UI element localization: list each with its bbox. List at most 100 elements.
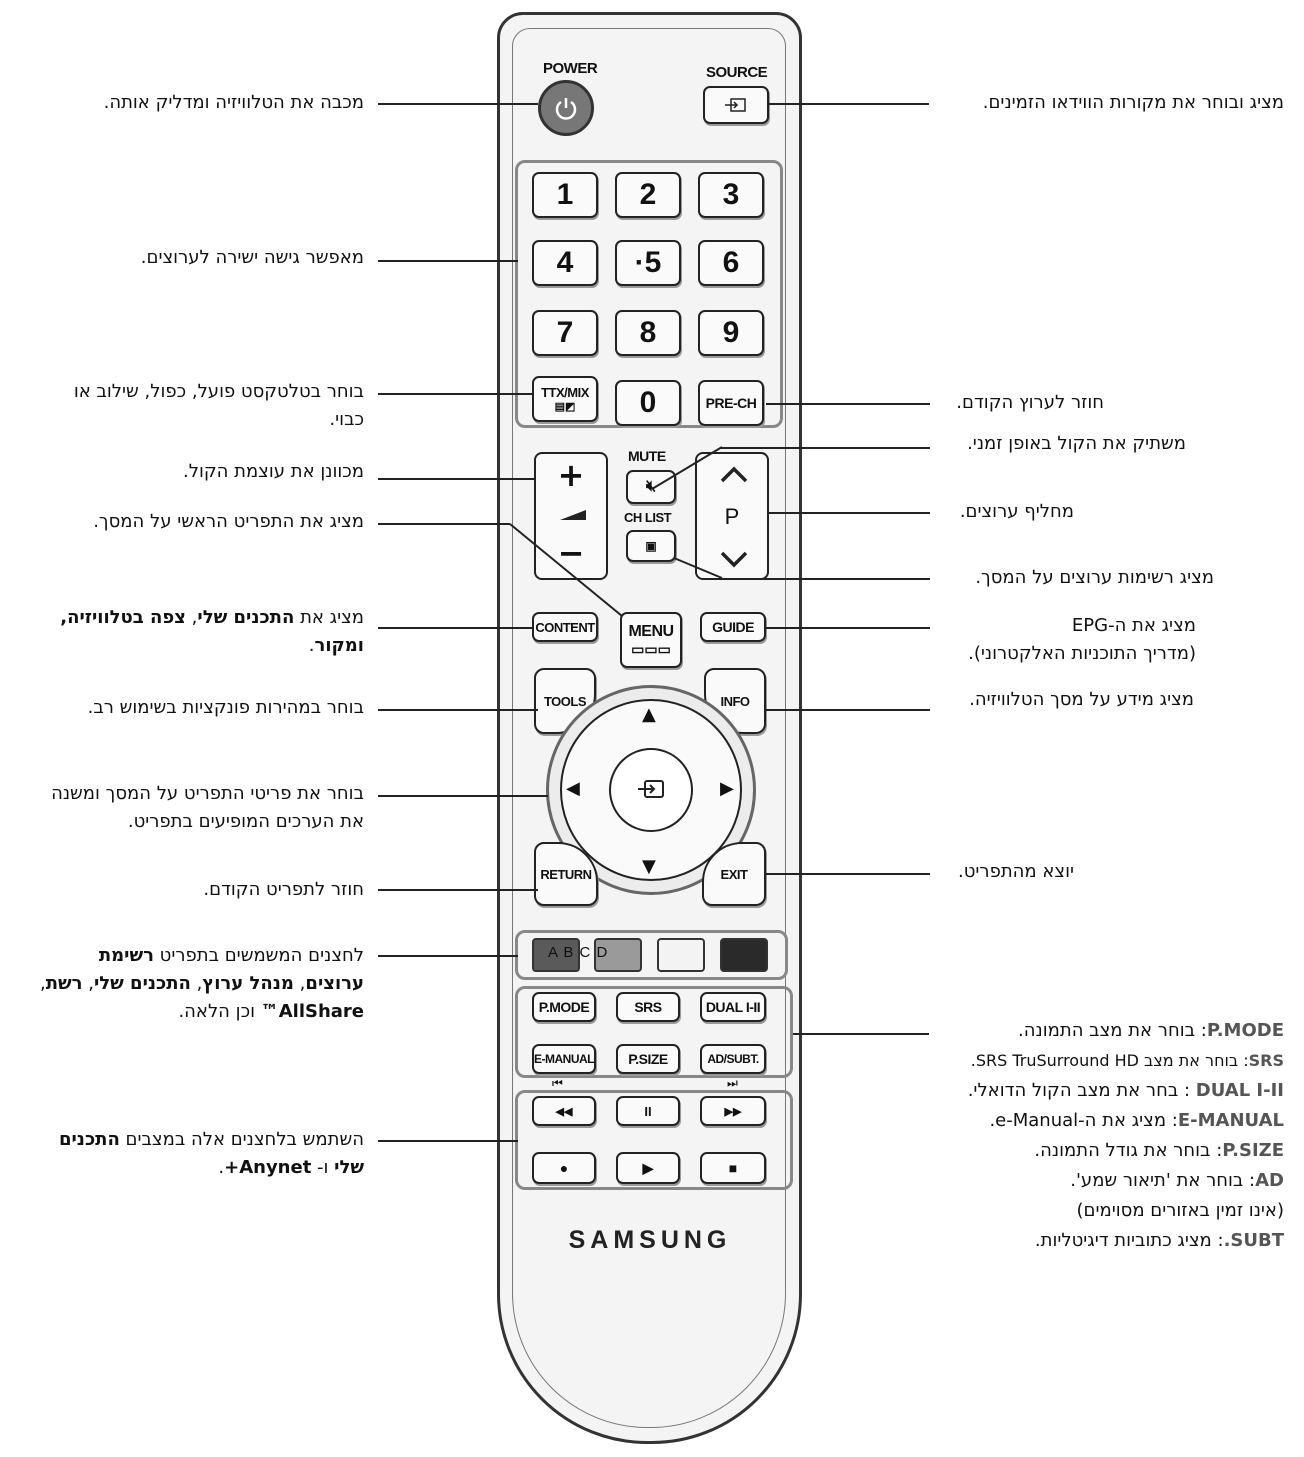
annotation-menu-text: מציג את התפריט הראשי על המסך. — [93, 511, 364, 532]
power-label: POWER — [543, 60, 598, 77]
arrow-right-icon[interactable]: ▶ — [720, 778, 734, 799]
source-button[interactable] — [703, 86, 769, 124]
e-manual-button[interactable]: E-MANUAL — [532, 1044, 596, 1074]
annotation-numbers: מאפשר גישה ישירה לערוצים. — [4, 244, 364, 272]
annotation-content: מציג את התכנים שלי, צפה בטלוויזיה, ומקור… — [4, 604, 364, 660]
annotation-exit: יוצא מהתפריט. — [914, 858, 1074, 886]
arrow-left-icon[interactable]: ◀ — [566, 778, 580, 799]
annotation-channel-text: מחליף ערוצים. — [959, 501, 1074, 522]
arrow-up-icon[interactable]: ▲ — [642, 704, 656, 725]
color-button-green[interactable] — [594, 938, 642, 972]
leader-line-menu — [378, 523, 510, 525]
channel-rocker[interactable]: P — [695, 452, 769, 580]
leader-line-mute — [720, 447, 930, 449]
annotation-return-text: חוזר לתפריט הקודם. — [203, 879, 364, 900]
annotation-volume-text: מכוונן את עוצמת הקול. — [183, 461, 364, 482]
annotation-media-b2: Anynet+ — [224, 1157, 312, 1178]
leader-line-guide — [766, 627, 930, 629]
annotation-emanual-value: : מציג את ה-e-Manual. — [989, 1110, 1178, 1131]
ttx-mix-button[interactable]: TTX/MIX ▤◩ — [532, 376, 598, 422]
color-button-yellow[interactable] — [657, 938, 705, 972]
number-button-3[interactable]: 3 — [698, 172, 764, 218]
annotation-guide-line1: מציג את ה-EPG — [1071, 615, 1196, 636]
annotation-ttx-line1: בוחר בטלטקסט פועל, כפול, שילוב או — [73, 381, 364, 402]
annotation-chlist-text: מציג רשימות ערוצים על המסך. — [975, 567, 1214, 588]
color-button-blue[interactable] — [720, 938, 768, 972]
brand-logo: SAMSUNG — [568, 1226, 732, 1254]
menu-button[interactable]: MENU ▭▭▭ — [620, 612, 682, 668]
leader-line-prech — [766, 403, 930, 405]
menu-icon: ▭▭▭ — [631, 640, 671, 657]
fast-forward-button[interactable]: ▶▶ — [700, 1096, 766, 1126]
annotation-subt-key: SUBT. — [1223, 1230, 1284, 1251]
p-size-button[interactable]: P.SIZE — [616, 1044, 680, 1074]
leader-line-tools — [378, 709, 538, 711]
pause-button[interactable]: II — [616, 1096, 680, 1126]
annotation-media-b1: שלי — [334, 1157, 364, 1178]
number-button-9[interactable]: 9 — [698, 310, 764, 356]
annotation-srs-key: SRS — [1248, 1051, 1284, 1070]
annotation-content-b2: צפה בטלוויזיה, — [60, 607, 186, 628]
annotation-dual-value: : בחר את מצב הקול הדואלי. — [967, 1080, 1196, 1101]
annotation-content-sep: , — [185, 607, 198, 628]
annotation-media-mid: ו- — [311, 1157, 335, 1178]
leader-line-colors — [378, 955, 518, 957]
number-button-5[interactable]: ·5 — [615, 240, 681, 286]
menu-label: MENU — [628, 622, 674, 640]
number-button-1[interactable]: 1 — [532, 172, 598, 218]
annotation-content-b1: התכנים שלי — [197, 607, 295, 628]
srs-button[interactable]: SRS — [616, 992, 680, 1022]
content-button[interactable]: CONTENT — [532, 612, 598, 642]
annotation-mute-text: משתיק את הקול באופן זמני. — [967, 433, 1186, 454]
annotation-media: השתמש בלחצנים אלה במצבים התכנים שלי ו- A… — [4, 1126, 364, 1182]
ad-subt-button[interactable]: AD/SUBT. — [700, 1044, 766, 1074]
annotation-channel: מחליף ערוצים. — [914, 498, 1074, 526]
p-mode-button[interactable]: P.MODE — [532, 992, 596, 1022]
annotation-exit-text: יוצא מהתפריט. — [958, 861, 1074, 882]
power-icon — [555, 98, 577, 120]
annotation-dual-key: DUAL I-II — [1195, 1080, 1284, 1101]
previous-track-icon: ⏮ — [552, 1076, 563, 1090]
volume-rocker[interactable]: + − — [534, 452, 608, 580]
pre-ch-button[interactable]: PRE-CH — [698, 380, 764, 426]
annotation-guide: מציג את ה-EPG (מדריך התוכניות האלקטרוני)… — [896, 612, 1196, 668]
annotation-colors-b1: רשימת — [98, 945, 154, 966]
annotation-guide-line2: (מדריך התוכניות האלקטרוני). — [968, 643, 1196, 664]
enter-button[interactable] — [609, 748, 693, 832]
annotation-info-text: מציג מידע על מסך הטלוויזיה. — [969, 689, 1194, 710]
annotation-psize-value: : בוחר את גודל התמונה. — [1034, 1140, 1223, 1161]
color-button-red[interactable] — [532, 938, 580, 972]
ch-list-button[interactable]: ▣ — [626, 530, 676, 562]
enter-icon — [638, 780, 664, 798]
source-label: SOURCE — [706, 64, 768, 81]
annotation-chlist: מציג רשימות ערוצים על המסך. — [914, 564, 1214, 592]
dual-button[interactable]: DUAL I-II — [700, 992, 766, 1022]
number-button-2[interactable]: 2 — [615, 172, 681, 218]
return-button[interactable]: RETURN — [534, 842, 598, 906]
source-icon — [725, 98, 746, 112]
record-button[interactable]: ● — [532, 1152, 596, 1184]
rewind-button[interactable]: ◀◀ — [532, 1096, 596, 1126]
volume-ramp-icon — [560, 510, 586, 520]
annotation-srs-value: : בוחר את מצב SRS TruSurround HD. — [970, 1051, 1249, 1070]
annotation-source: מציג ובוחר את מקורות הווידאו הזמינים. — [944, 89, 1284, 117]
number-button-4[interactable]: 4 — [532, 240, 598, 286]
annotation-numbers-text: מאפשר גישה ישירה לערוצים. — [140, 247, 364, 268]
mute-label: MUTE — [628, 448, 666, 464]
number-button-8[interactable]: 8 — [615, 310, 681, 356]
power-button[interactable] — [538, 80, 594, 136]
number-button-6[interactable]: 6 — [698, 240, 764, 286]
teletext-icon: ▤◩ — [554, 401, 576, 413]
play-button[interactable]: ▶ — [616, 1152, 680, 1184]
mute-button[interactable]: 🔇︎ — [626, 470, 676, 504]
ttx-mix-label: TTX/MIX — [541, 385, 589, 400]
guide-button[interactable]: GUIDE — [700, 612, 766, 642]
annotation-subt-value: : מציג כתוביות דיגיטליות. — [1034, 1230, 1224, 1251]
number-button-7[interactable]: 7 — [532, 310, 598, 356]
leader-line-volume — [378, 478, 534, 480]
ch-list-icon: ▣ — [645, 539, 657, 553]
leader-line-exit — [766, 873, 930, 875]
number-button-0[interactable]: 0 — [615, 380, 681, 426]
arrow-down-icon[interactable]: ▼ — [642, 856, 656, 877]
stop-button[interactable]: ■ — [700, 1152, 766, 1184]
